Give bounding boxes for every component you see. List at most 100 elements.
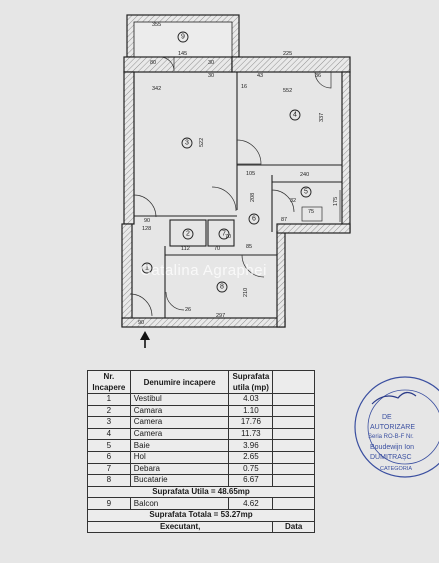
wall-left-lower (121, 223, 133, 327)
cell-name: Vestibul (129, 393, 230, 406)
dim-label: 240 (300, 172, 309, 178)
door-kitchen (165, 291, 185, 311)
dim-label: 342 (152, 86, 161, 92)
dim-label: 87 (281, 217, 287, 223)
svg-text:3: 3 (185, 140, 189, 147)
dim-label: 80 (150, 60, 156, 66)
dim-label: 43 (257, 73, 263, 79)
stamp-circle-icon (354, 376, 439, 478)
dim-label: 210 (243, 288, 249, 297)
wall-top-right (231, 56, 351, 73)
dim-label: 225 (283, 51, 292, 57)
dim-label: 90 (138, 320, 144, 326)
dim-label: 36 (315, 73, 321, 79)
area-table: Nr. Incapere Denumire incapere Suprafata… (86, 370, 315, 534)
stamp-line: Seria RO-B-F Nr. (368, 434, 414, 440)
dim-label: 90 (144, 218, 150, 224)
room-number-8: 8 (216, 281, 228, 293)
room-number-4: 4 (289, 109, 301, 121)
data-label: Data (272, 520, 315, 534)
cell-area: 1.10 (228, 404, 274, 418)
cell-nr: 9 (87, 497, 131, 510)
cell-area: 11.73 (228, 427, 274, 441)
table-header-row: Nr. Incapere Denumire incapere Suprafata… (87, 370, 315, 394)
cell-blank (272, 474, 315, 487)
stamp-line: AUTORIZARE (370, 424, 415, 431)
dim-label: 552 (283, 88, 292, 94)
cell-nr: 1 (87, 393, 131, 406)
cell-area: 6.67 (228, 474, 274, 487)
cell-area: 0.75 (228, 462, 274, 476)
door-hall (211, 186, 237, 212)
floor-plan: 355 145 225 342 552 522 337 240 105 90 1… (121, 14, 351, 348)
stamp-line: DE (382, 414, 392, 421)
svg-text:4: 4 (293, 112, 297, 119)
cell-name: Bucatarie (129, 474, 230, 487)
cell-name: Hol (129, 450, 230, 464)
cell-name: Debara (129, 462, 230, 476)
dim-label: 128 (142, 226, 151, 232)
dim-label: 208 (250, 193, 256, 202)
entrance-arrow-icon (140, 331, 150, 348)
dim-label: 30 (208, 60, 214, 66)
dim-label: 26 (185, 307, 191, 313)
cell-blank (272, 404, 315, 418)
room-number-9: 9 (177, 31, 189, 43)
cell-blank (272, 427, 315, 441)
dim-label: 145 (178, 51, 187, 57)
svg-text:6: 6 (252, 216, 256, 223)
door-vestibul (133, 194, 157, 218)
dim-label: 75 (308, 209, 314, 215)
cell-area: 17.76 (228, 416, 274, 429)
cell-nr: 2 (87, 404, 131, 418)
cell-name: Camara (129, 404, 230, 418)
wall-bottom (121, 317, 286, 328)
dim-label: 175 (333, 197, 339, 206)
room-number-7: 7 (218, 228, 230, 240)
cell-nr: 3 (87, 416, 131, 429)
dim-label: 32 (290, 198, 296, 204)
cell-name: Camera (129, 416, 230, 429)
door-entry (129, 293, 153, 317)
cell-area: 4.03 (228, 393, 274, 406)
svg-text:2: 2 (186, 231, 190, 238)
cell-nr: 8 (87, 474, 131, 487)
door-balcony (159, 56, 175, 72)
cell-blank (272, 462, 315, 476)
door-bath (271, 189, 295, 213)
dim-label: 355 (152, 22, 161, 28)
header-blank (272, 370, 315, 394)
cell-area: 2.65 (228, 450, 274, 464)
closet-debara (207, 219, 235, 247)
cell-blank (272, 439, 315, 452)
cell-name: Balcon (129, 497, 230, 510)
door-kitchen-hall (241, 254, 265, 278)
header-suprafata: Suprafata utila (mp) (228, 370, 274, 394)
cell-area: 3.96 (228, 439, 274, 452)
authorization-stamp: DE AUTORIZARE Seria RO-B-F Nr. Boudewijn… (352, 374, 439, 480)
cell-nr: 6 (87, 450, 131, 464)
wall-top-left (123, 56, 233, 73)
dim-label: 337 (319, 113, 325, 122)
cell-area: 4.62 (228, 497, 274, 510)
cell-blank (272, 450, 315, 464)
dim-label: 70 (214, 246, 220, 252)
cell-blank (272, 416, 315, 429)
wall-right-lower (276, 231, 286, 328)
door-room4-balcony (314, 71, 332, 89)
room-number-6: 6 (248, 213, 260, 225)
svg-text:5: 5 (304, 189, 308, 196)
dim-label: 30 (208, 73, 214, 79)
svg-text:7: 7 (222, 231, 226, 238)
stamp-line: DUMITRAȘC (370, 454, 412, 461)
svg-text:9: 9 (181, 34, 185, 41)
signature-row: Executant,Data (86, 520, 315, 534)
summary-row-totala: Suprafata Totala = 53.27mp (87, 508, 315, 522)
